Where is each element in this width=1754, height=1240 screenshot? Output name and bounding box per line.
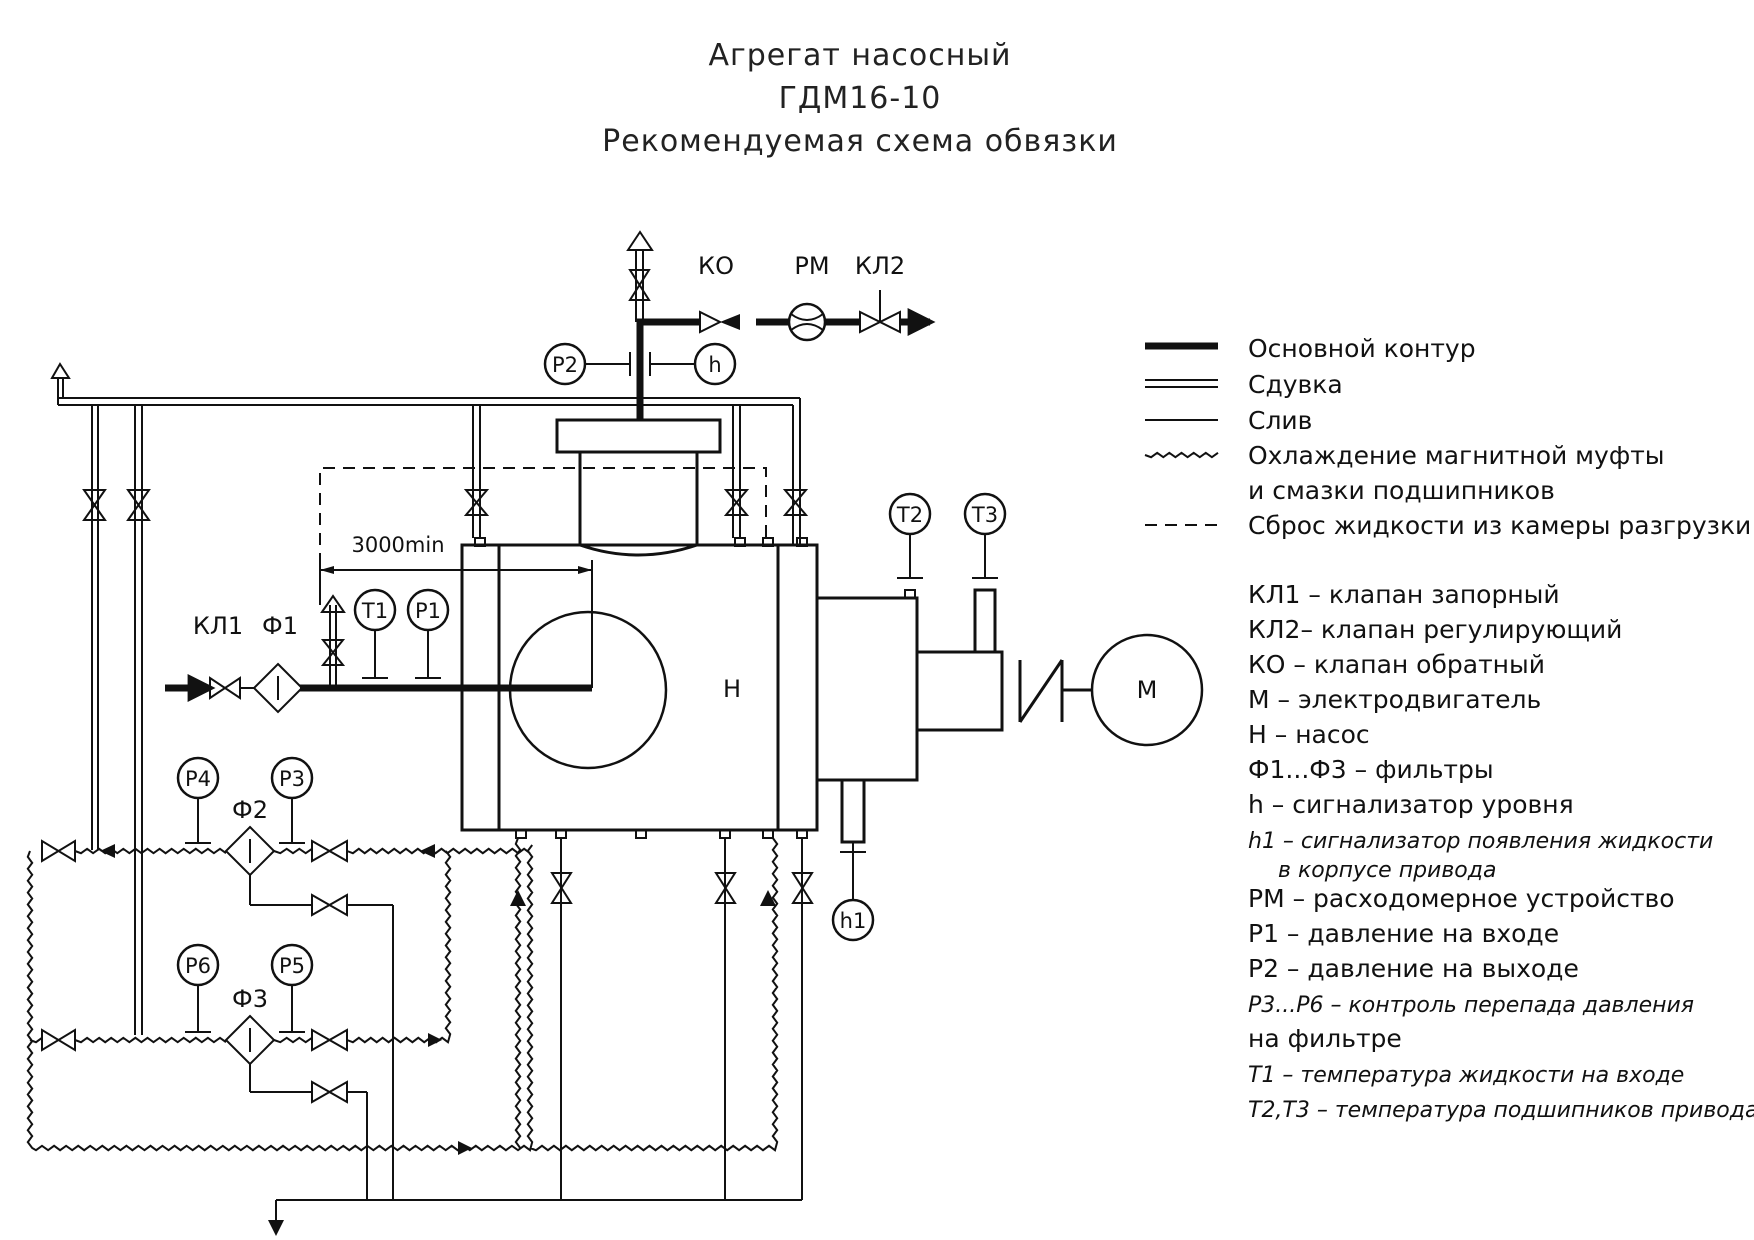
legend-text-1: Сдувка — [1248, 370, 1343, 399]
legend-text-2: Слив — [1248, 406, 1312, 435]
drain-lines — [268, 838, 814, 1236]
kl2-label: КЛ2 — [855, 252, 905, 280]
svg-text:Т1: Т1 — [361, 599, 388, 623]
motor-label: М — [1137, 676, 1158, 704]
relief-dashed-line — [319, 467, 767, 605]
legend-code-14: Т1 – температура жидкости на входе — [1248, 1063, 1684, 1088]
svg-text:h1: h1 — [840, 909, 867, 933]
pump: Н — [460, 418, 819, 839]
gauge-t2: Т2 — [888, 492, 932, 579]
title-line3: Рекомендуемая схема обвязки — [602, 124, 1118, 159]
legend-code-0: КЛ1 – клапан запорный — [1248, 580, 1560, 609]
f2-label: Ф2 — [232, 796, 268, 824]
gauge-p5: Р5 — [270, 943, 314, 1033]
gauge-p3: Р3 — [270, 756, 314, 844]
sensor-h1: h1 — [831, 842, 875, 942]
ko-label: КО — [698, 252, 734, 280]
legend-code-3: М – электродвигатель — [1248, 685, 1541, 714]
gauge-p1: Р1 — [406, 588, 450, 679]
gauge-p2: Р2 — [543, 342, 631, 386]
main-circuit — [165, 308, 936, 702]
title-line1: Агрегат насосный — [708, 38, 1011, 73]
legend-code-6: h – сигнализатор уровня — [1248, 790, 1574, 819]
valve-kl1 — [209, 676, 241, 700]
gauge-t1: Т1 — [353, 588, 397, 679]
filter-f3 — [224, 1014, 368, 1200]
inlet-vent — [320, 594, 346, 688]
valve-ko — [699, 310, 723, 334]
legend-code-8: в корпусе привода — [1278, 858, 1496, 883]
filter-f1 — [240, 662, 304, 714]
legend-text-3: Охлаждение магнитной муфты — [1248, 441, 1665, 470]
legend-code-10: Р1 – давление на входе — [1248, 919, 1559, 948]
legend-code-7: h1 – сигнализатор появления жидкости — [1248, 829, 1713, 854]
svg-text:Т3: Т3 — [971, 503, 998, 527]
dimension-3000: 3000min — [319, 533, 593, 688]
svg-text:Т2: Т2 — [896, 503, 923, 527]
f3-label: Ф3 — [232, 985, 268, 1013]
legend-code-12: Р3...Р6 – контроль перепада давления — [1248, 993, 1694, 1018]
dimension-label: 3000min — [351, 533, 444, 557]
svg-text:Р5: Р5 — [279, 954, 305, 978]
legend-code-13: на фильтре — [1248, 1024, 1402, 1053]
gauge-p4: Р4 — [176, 756, 220, 844]
motor: М — [1090, 633, 1204, 747]
rm-label: РМ — [794, 252, 829, 280]
drive-housing — [815, 588, 1092, 844]
kl1-label: КЛ1 — [193, 612, 243, 640]
vent-header — [50, 362, 809, 1035]
legend-code-9: РМ – расходомерное устройство — [1248, 884, 1675, 913]
svg-text:Р3: Р3 — [279, 767, 305, 791]
legend: Основной контур Сдувка Слив Охлаждение м… — [1144, 334, 1751, 540]
legend-code-4: Н – насос — [1248, 720, 1370, 749]
gauge-t3: Т3 — [963, 492, 1007, 579]
filter-f2 — [224, 825, 394, 1200]
svg-text:Р6: Р6 — [185, 954, 211, 978]
valve-kl2 — [859, 290, 901, 334]
pump-label: Н — [723, 675, 741, 703]
legend-text-0: Основной контур — [1248, 334, 1476, 363]
title-line2: ГДМ16-10 — [779, 81, 942, 116]
svg-text:Р2: Р2 — [552, 353, 578, 377]
gauge-p6: Р6 — [176, 943, 220, 1033]
cooling-lines — [26, 837, 779, 1155]
svg-text:Р1: Р1 — [415, 599, 441, 623]
legend-text-4: и смазки подшипников — [1248, 476, 1555, 505]
legend-code-2: КО – клапан обратный — [1248, 650, 1545, 679]
legend-code-1: КЛ2– клапан регулирующий — [1248, 615, 1622, 644]
svg-text:Р4: Р4 — [185, 767, 211, 791]
level-switch-h: h — [649, 342, 737, 386]
legend-swatch-cooling — [1144, 451, 1219, 459]
legend-text-5: Сброс жидкости из камеры разгрузки — [1248, 511, 1751, 540]
svg-text:h: h — [708, 353, 721, 377]
discharge-vent — [626, 230, 654, 322]
flowmeter-rm — [787, 302, 827, 342]
legend-code-5: Ф1...Ф3 – фильтры — [1248, 755, 1494, 784]
f1-label: Ф1 — [262, 612, 298, 640]
legend-code-11: Р2 – давление на выходе — [1248, 954, 1579, 983]
legend-code-15: Т2,Т3 – температура подшипников привода — [1248, 1098, 1754, 1123]
